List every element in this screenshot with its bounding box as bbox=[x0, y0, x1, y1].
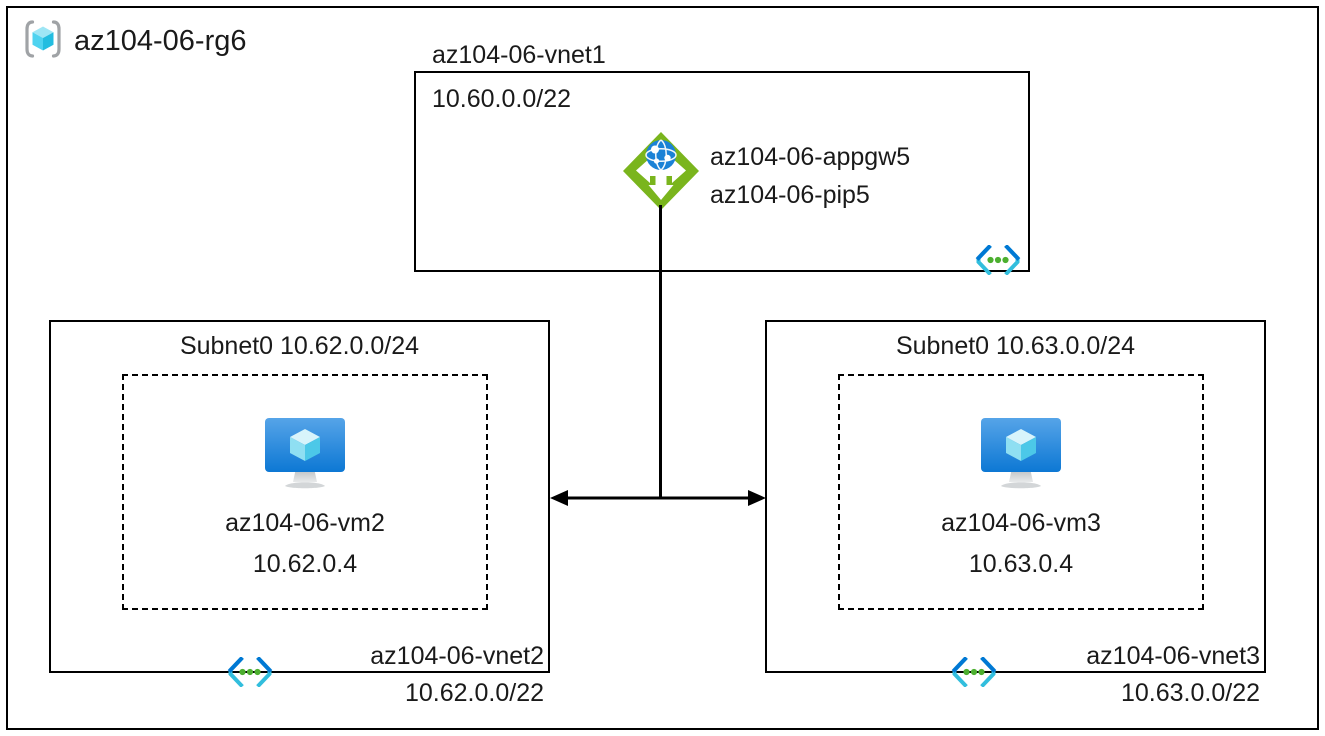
resource-group-boundary bbox=[6, 6, 1319, 730]
vnet2-subnet-label: Subnet0 10.62.0.0/24 bbox=[179, 332, 420, 360]
resource-group-header: az104-06-rg6 bbox=[22, 18, 247, 65]
vnet2-box bbox=[49, 320, 550, 673]
public-ip-name: az104-06-pip5 bbox=[710, 181, 870, 209]
gateway-to-peering-line bbox=[659, 205, 662, 499]
vm3-ip: 10.63.0.4 bbox=[968, 550, 1074, 578]
vnet1-title: az104-06-vnet1 bbox=[432, 41, 606, 69]
vnet2-subnet-boundary bbox=[122, 374, 488, 610]
vm3-name: az104-06-vm3 bbox=[941, 509, 1101, 537]
bidirectional-peering-arrow bbox=[550, 490, 766, 506]
vnet1-address-space: 10.60.0.0/22 bbox=[432, 85, 572, 113]
vm2-ip: 10.62.0.4 bbox=[252, 550, 358, 578]
vnet3-address-space: 10.63.0.0/22 bbox=[1120, 679, 1260, 707]
vnet3-box bbox=[765, 320, 1266, 673]
resource-group-cube-icon bbox=[22, 18, 64, 65]
resource-group-name: az104-06-rg6 bbox=[74, 25, 247, 57]
vnet1-virtual-network-icon bbox=[975, 244, 1021, 280]
vnet2-virtual-machine-icon bbox=[258, 412, 352, 499]
vnet3-subnet-label: Subnet0 10.63.0.0/24 bbox=[895, 332, 1136, 360]
vnet1-box bbox=[414, 71, 1030, 272]
vnet2-name: az104-06-vnet2 bbox=[370, 642, 544, 670]
application-gateway-icon bbox=[620, 130, 702, 217]
appgw-name: az104-06-appgw5 bbox=[710, 143, 911, 171]
vnet3-subnet-boundary bbox=[838, 374, 1204, 610]
vm2-name: az104-06-vm2 bbox=[225, 509, 385, 537]
vnet3-virtual-network-icon bbox=[951, 656, 997, 692]
vnet3-name: az104-06-vnet3 bbox=[1086, 642, 1260, 670]
vnet2-address-space: 10.62.0.0/22 bbox=[404, 679, 544, 707]
vnet2-virtual-network-icon bbox=[227, 656, 273, 692]
vnet3-virtual-machine-icon bbox=[974, 412, 1068, 499]
